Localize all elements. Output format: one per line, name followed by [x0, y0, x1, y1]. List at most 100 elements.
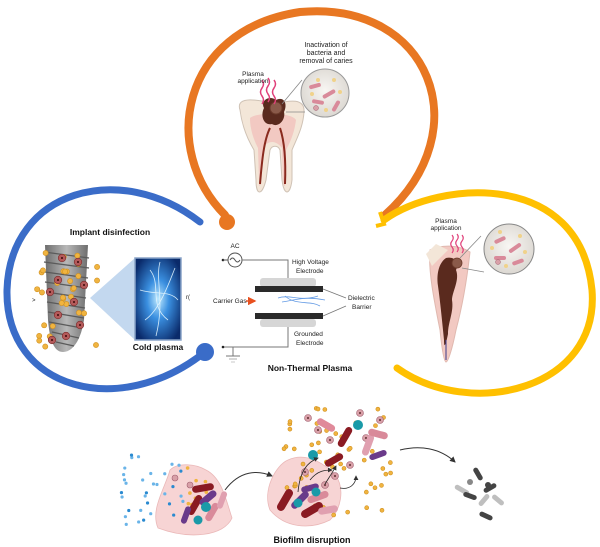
high-voltage-label-2: Electrode: [296, 268, 324, 275]
bacterium-rod: [361, 434, 375, 456]
bacterium-nucleus: [349, 464, 351, 466]
blue-particle: [144, 491, 149, 495]
spore-particle: [185, 466, 190, 470]
spore-particle: [372, 485, 378, 491]
yellow-arc: [380, 189, 596, 397]
bacterium-nucleus: [79, 324, 81, 326]
bacterium-rod: [307, 490, 329, 504]
bacterium-nucleus: [334, 475, 336, 477]
blue-particle: [142, 518, 146, 522]
bacterium-nucleus: [61, 257, 63, 259]
disruption-arrow: [309, 467, 333, 481]
bacterium-nucleus: [73, 301, 75, 303]
top-plasma-label-line1: Plasma: [242, 71, 264, 78]
spore-particle: [41, 322, 48, 329]
blue-particle: [123, 466, 127, 470]
disruption-arrow: [324, 465, 337, 485]
bacterium-rod: [301, 502, 323, 518]
yellow-arc-tick: [375, 211, 387, 228]
bacterium-rod: [187, 495, 203, 515]
spore-particle: [388, 460, 393, 465]
bacterium-nucleus: [57, 314, 59, 316]
grounded-electrode-barrier: [255, 313, 323, 319]
carrier-gas-label: Carrier Gas: [213, 298, 247, 305]
dielectric-label-1: Dielectric: [348, 295, 375, 302]
cold-plasma-filaments: [139, 261, 179, 337]
spore-particle: [186, 501, 191, 506]
spore-particle: [94, 277, 100, 284]
bacterium-rod: [337, 427, 353, 447]
blue-particle: [137, 520, 141, 524]
top-magnifier-bacteria: [300, 68, 350, 118]
bacterium-nucleus: [77, 261, 79, 263]
blue-particle: [170, 462, 174, 466]
spore-particle: [204, 490, 209, 494]
dbd-schematic: [221, 252, 347, 363]
spore-particle: [315, 406, 321, 412]
spore-particle: [331, 512, 336, 518]
blue-particle: [149, 471, 153, 476]
blue-particle: [122, 478, 127, 482]
right-plasma-label-line1: Plasma: [435, 218, 457, 225]
top-inactivation-line2: bacteria and: [307, 50, 346, 57]
spore-particle: [379, 483, 384, 488]
blue-particle: [129, 453, 134, 457]
spore-particle: [36, 337, 43, 344]
right-zoom-line-1: [459, 235, 482, 259]
spore-particle: [36, 332, 43, 339]
right-tooth-illustration: [426, 233, 471, 363]
ac-label: AC: [230, 243, 239, 250]
blue-particle: [127, 508, 131, 513]
dead-bacterium: [463, 491, 477, 501]
blue-particle: [120, 495, 124, 499]
spore-particle: [70, 285, 77, 292]
blue-particle: [122, 472, 126, 477]
right-plasma-label-line2: application: [430, 225, 461, 232]
spore-particle: [94, 264, 100, 270]
spore-particle: [42, 343, 49, 350]
blue-particle: [181, 499, 185, 503]
blue-particle: [123, 515, 128, 519]
top-plasma-label-line2: application: [237, 78, 268, 85]
teal-cell: [293, 498, 303, 508]
blue-particle: [119, 490, 124, 495]
implant-disinfection-title: Implant disinfection: [70, 227, 150, 237]
spore-particle: [81, 310, 87, 317]
top-tooth-illustration: [238, 77, 305, 193]
spore-particle: [373, 423, 378, 428]
spore-particle: [188, 491, 192, 495]
bacterium-rod: [199, 490, 217, 506]
dead-cell: [467, 479, 473, 485]
orange-arc-endpoint: [219, 214, 235, 230]
bacterium-rod: [369, 449, 387, 461]
spore-particle: [291, 446, 297, 452]
spore-particle: [368, 481, 374, 487]
blue-particle: [172, 513, 176, 517]
teal-cell: [201, 502, 211, 512]
bacterium-rod: [301, 483, 319, 493]
spore-particle: [63, 301, 70, 307]
grounded-label-2: Electrode: [296, 340, 324, 347]
bacterium-rod: [216, 491, 228, 509]
high-voltage-label-1: High Voltage: [292, 259, 329, 266]
spore-particle: [322, 407, 328, 412]
blue-particle: [139, 508, 143, 512]
biofilm-middle-cluster: [277, 406, 393, 518]
spore-particle: [281, 446, 287, 452]
blue-arc-endpoint: [196, 343, 214, 361]
inactivated-bacteria: [454, 467, 504, 521]
cold-plasma-zoom-cone: [90, 258, 135, 340]
spore-particle: [203, 479, 208, 484]
spore-particle: [338, 461, 343, 467]
spore-particle: [309, 468, 315, 473]
bacterium-nucleus: [307, 417, 309, 419]
spore-particle: [364, 489, 369, 495]
bacterium-nucleus: [304, 471, 306, 473]
spore-particle: [287, 419, 293, 424]
blue-particle: [155, 482, 159, 487]
spore-particle: [67, 278, 74, 284]
non-thermal-plasma-title: Non-Thermal Plasma: [268, 363, 353, 373]
spore-particle: [300, 461, 306, 467]
blue-particle: [171, 484, 175, 489]
grounded-label-1: Grounded: [294, 331, 323, 338]
